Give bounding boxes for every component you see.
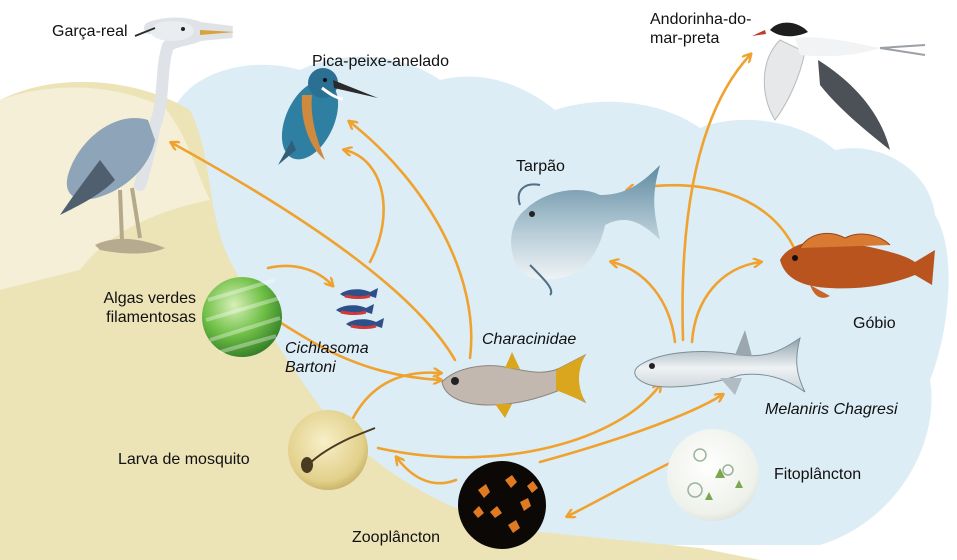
label-pica-peixe: Pica-peixe-anelado	[312, 52, 449, 71]
label-algas: Algas verdes filamentosas	[84, 289, 196, 327]
label-characinidae: Characinidae	[482, 330, 576, 349]
label-andorinha: Andorinha-do- mar-preta	[650, 10, 751, 48]
label-zooplancton: Zooplâncton	[352, 528, 440, 547]
label-garca-real: Garça-real	[52, 22, 128, 41]
label-larva: Larva de mosquito	[118, 450, 250, 469]
phytoplankton-icon	[667, 429, 759, 521]
label-melaniris: Melaniris Chagresi	[765, 400, 898, 419]
label-gobio: Góbio	[853, 314, 896, 333]
label-cichlasoma: Cichlasoma Bartoni	[285, 339, 369, 377]
green-algae-icon	[202, 277, 282, 357]
label-tarpao: Tarpão	[516, 157, 565, 176]
zooplankton-icon	[458, 461, 546, 549]
label-fitoplancton: Fitoplâncton	[774, 465, 861, 484]
